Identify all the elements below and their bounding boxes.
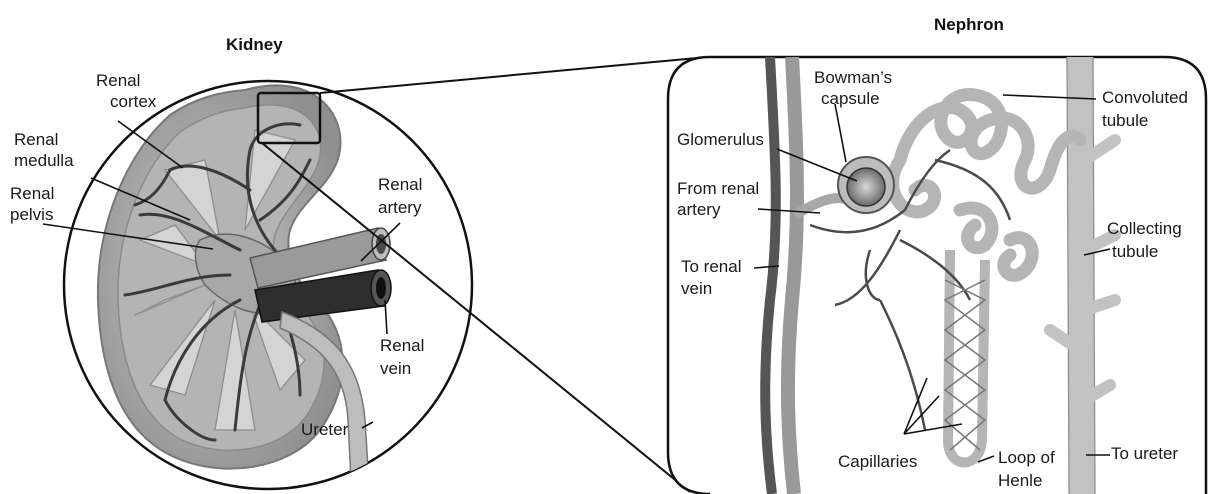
label-glomerulus: Glomerulus	[677, 130, 764, 149]
collecting-tubule-vessel	[1080, 57, 1082, 494]
label-ureter: Ureter	[301, 420, 349, 439]
label-to-ureter: To ureter	[1111, 444, 1178, 463]
label-renal-cortex: Renal cortex	[96, 71, 157, 111]
label-renal-medulla: Renal medulla	[14, 130, 74, 170]
glomerulus-shape	[847, 168, 885, 206]
renal-vein-column	[788, 57, 797, 494]
kidney-title: Kidney	[226, 35, 283, 54]
nephron-title: Nephron	[934, 15, 1004, 34]
label-renal-pelvis: Renal pelvis	[10, 184, 59, 224]
label-capillaries: Capillaries	[838, 452, 917, 471]
